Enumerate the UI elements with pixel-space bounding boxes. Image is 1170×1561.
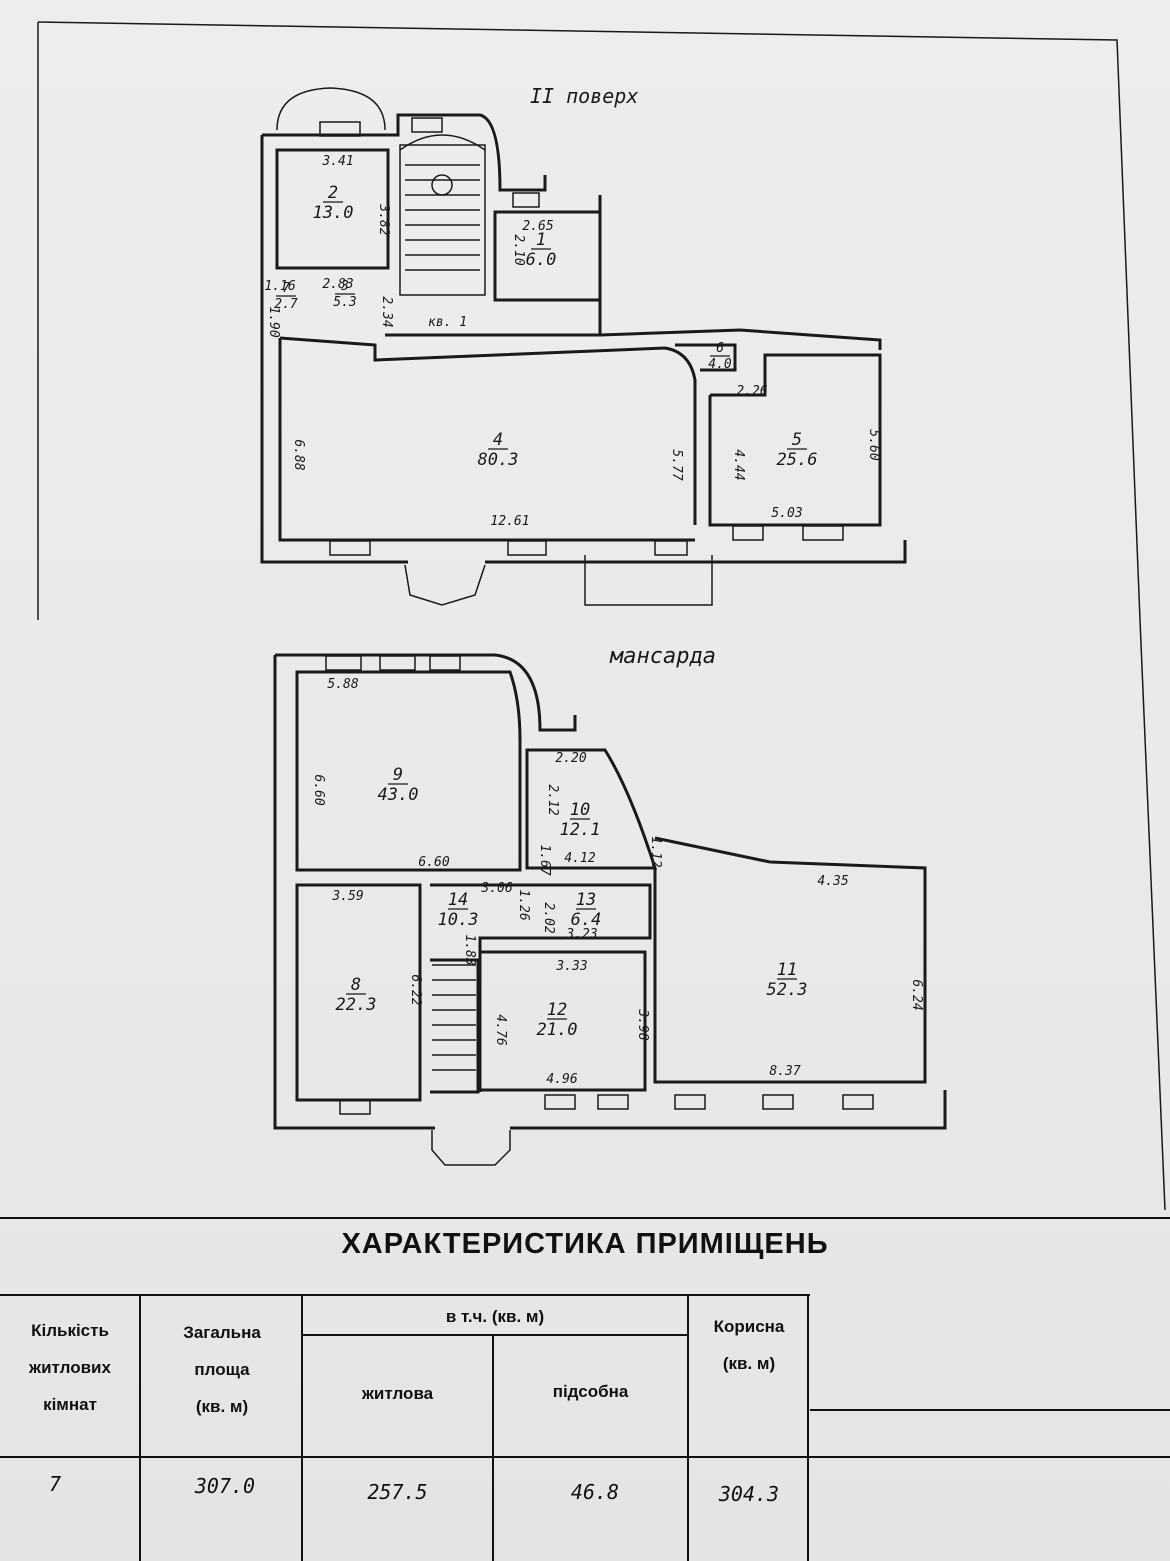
room-area: 5.3 <box>333 295 356 310</box>
header-incl: в т.ч. (кв. м) <box>445 1307 545 1326</box>
dimension-label: 12.61 <box>490 514 529 529</box>
dimension-label: 3.82 <box>376 203 391 235</box>
dimension-label: 6.60 <box>418 855 449 870</box>
dimension-label: 6.60 <box>311 774 326 805</box>
room-area: 13.0 <box>313 203 354 223</box>
room-area: 6.4 <box>571 910 602 930</box>
dimension-label: 1.12 <box>648 836 663 867</box>
room-area: 21.0 <box>537 1020 578 1040</box>
room-number: 1 <box>536 230 546 250</box>
room-number: 13 <box>576 890 596 910</box>
header-living: житлова <box>361 1384 434 1403</box>
dimension-label: 3.06 <box>480 881 512 896</box>
dimension-label: 4.35 <box>817 874 848 889</box>
room-number: 4 <box>493 430 503 450</box>
room-number: 14 <box>448 890 468 910</box>
dimension-label: 3.98 <box>635 1008 650 1040</box>
apartment-label: кв. 1 <box>428 315 467 330</box>
dimension-label: 8.37 <box>769 1064 800 1079</box>
table-title: ХАРАКТЕРИСТИКА ПРИМІЩЕНЬ <box>341 1228 829 1260</box>
room-number: 7 <box>282 281 290 296</box>
room-number: 12 <box>547 1000 567 1020</box>
room-area: 2.7 <box>274 297 298 312</box>
value-living: 257.5 <box>367 1480 428 1504</box>
room-number: 6 <box>716 341 724 356</box>
dimension-label: 4.12 <box>564 851 595 866</box>
room-number: 10 <box>570 800 590 820</box>
value-total-area: 307.0 <box>194 1474 256 1498</box>
room-area: 80.3 <box>478 450 519 470</box>
dimension-label: 2.83 <box>322 277 353 292</box>
dimension-label: 5.77 <box>669 449 684 480</box>
header-total-area: Загальна площа (кв. м) <box>183 1323 261 1416</box>
room-number: 2 <box>328 183 338 203</box>
dimension-label: 2.26 <box>736 384 767 399</box>
room-number: 3 <box>340 279 349 294</box>
dimension-label: 2.34 <box>379 296 394 327</box>
floor-label-second: II поверх <box>530 84 638 108</box>
dimension-label: 4.44 <box>731 449 746 480</box>
dimension-label: 3.59 <box>331 889 363 904</box>
dimension-label: 3.33 <box>555 959 587 974</box>
room-area: 12.1 <box>560 820 601 840</box>
dimension-labels: 3.41 3.82 2.652.10 2.83 1.16 1.90 2.34 6.88 12.6… <box>264 154 924 1087</box>
room-number: 5 <box>792 430 802 450</box>
dimension-label: 1.83 <box>462 934 477 965</box>
dimension-label: 2.10 <box>511 234 526 265</box>
dimension-label: 3.23 <box>565 927 597 942</box>
dimension-label: 2.65 <box>522 219 553 234</box>
value-rooms-count: 7 <box>48 1472 62 1496</box>
dimension-label: 6.24 <box>909 979 924 1010</box>
dimension-label: 5.88 <box>327 677 358 692</box>
room-area: 4.0 <box>708 357 732 372</box>
room-area: 25.6 <box>777 450 818 470</box>
dimension-label: 2.12 <box>545 784 560 815</box>
dimension-label: 4.96 <box>546 1072 577 1087</box>
dimension-label: 2.20 <box>555 751 586 766</box>
room-labels: 213.016.035.372.7480.364.0525.6943.01012… <box>274 183 817 1040</box>
room-area: 43.0 <box>378 785 419 805</box>
floor-label-attic: мансарда <box>609 644 716 669</box>
dimension-label: 1.90 <box>266 306 281 337</box>
room-area: 52.3 <box>767 980 808 1000</box>
header-useful: Корисна (кв. м) <box>713 1317 785 1373</box>
room-area: 22.3 <box>336 995 377 1015</box>
dimension-label: 3.41 <box>321 154 353 169</box>
room-number: 9 <box>393 765 403 785</box>
room-area: 10.3 <box>438 910 479 930</box>
room-number: 8 <box>351 975 361 995</box>
room-number: 11 <box>777 960 797 980</box>
dimension-label: 2.02 <box>541 902 556 933</box>
room-area: 6.0 <box>526 250 557 270</box>
dimension-label: 6.88 <box>291 439 306 470</box>
dimension-label: 5.03 <box>771 506 802 521</box>
dimension-label: 5.60 <box>866 429 881 460</box>
dimension-label: 4.76 <box>493 1014 508 1045</box>
dimension-label: 1.26 <box>516 889 531 920</box>
header-auxiliary: підсобна <box>552 1382 629 1401</box>
dimension-label: 6.22 <box>408 974 423 1005</box>
value-useful: 304.3 <box>718 1482 780 1506</box>
dimension-label: 1.67 <box>537 844 552 875</box>
header-rooms-count: Кількість житлових кімнат <box>29 1321 111 1414</box>
value-auxiliary: 46.8 <box>570 1480 620 1504</box>
dimension-label: 1.16 <box>264 279 295 294</box>
